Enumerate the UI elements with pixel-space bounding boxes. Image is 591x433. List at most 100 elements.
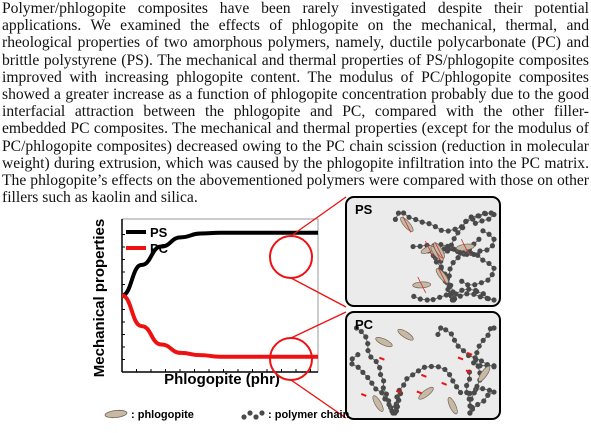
interaction-line [434, 242, 444, 259]
polymer-bead [380, 378, 387, 384]
polymer-bead [477, 248, 483, 254]
polymer-bead [477, 294, 483, 300]
panel-pc-illustration [349, 325, 497, 416]
polymer-bead [435, 364, 442, 370]
bottom-legend: : phlogopite : polymer chain [104, 409, 350, 421]
polymer-bead [451, 337, 458, 343]
polymer-bead [472, 282, 478, 288]
polymer-bead [413, 216, 419, 223]
polymer-bead [445, 243, 451, 249]
interaction-line [437, 267, 447, 284]
polymer-chain [466, 372, 496, 415]
polymer-bead [349, 356, 355, 362]
polymer-chain [351, 354, 402, 415]
polymer-bead [455, 343, 461, 349]
chain-scission-mark [441, 381, 448, 386]
polymer-bead [451, 236, 457, 242]
polymer-bead [442, 366, 448, 373]
polymer-bead [390, 410, 396, 416]
polymer-bead [369, 380, 375, 386]
polymer-bead [460, 348, 467, 354]
y-axis-label: Mechanical properties [91, 219, 108, 377]
polymer-bead [453, 384, 460, 390]
polymer-bead [451, 246, 457, 252]
polymer-chain [437, 327, 495, 368]
polymer-bead [424, 297, 430, 303]
polymer-bead [466, 286, 472, 292]
polymer-bead [486, 216, 492, 222]
panel-pc-label: PC [355, 317, 374, 332]
interaction-line [460, 238, 470, 256]
polymer-bead [419, 219, 425, 225]
polymer-bead [400, 210, 407, 216]
polymer-bead [476, 343, 482, 349]
polymer-bead [450, 260, 456, 266]
polymer-bead [464, 382, 470, 389]
polymer-bead [475, 363, 481, 369]
polymer-bead [478, 280, 485, 286]
polymer-bead [459, 278, 465, 284]
polymer-bead [480, 257, 486, 263]
polymer-bead [491, 236, 497, 242]
phlogopite-flake [372, 395, 384, 412]
panel-ps-label: PS [355, 202, 373, 217]
polymer-bead [467, 403, 473, 409]
polymer-bead [474, 383, 480, 389]
polymer-bead [460, 225, 466, 231]
polymer-bead [443, 327, 449, 333]
chain-scission-mark [379, 356, 385, 361]
polymer-bead [491, 389, 497, 395]
polymer-bead [432, 224, 438, 230]
polymer-bead [417, 296, 423, 302]
legend-label-ps: PS [150, 225, 168, 240]
polymer-bead [386, 401, 392, 408]
polymer-bead [446, 284, 452, 290]
polymer-bead [489, 271, 495, 278]
polymer-bead [451, 297, 457, 303]
polymer-bead [438, 325, 444, 331]
polymer-bead [393, 403, 399, 410]
phlogopite-flake [478, 365, 491, 382]
polymer-bead [417, 243, 423, 249]
polymer-bead [368, 354, 374, 360]
polymer-bead [473, 357, 479, 363]
polymer-bead [396, 397, 402, 403]
polymer-bead [455, 230, 461, 236]
polymer-bead [463, 218, 469, 224]
chain-scission-mark [466, 351, 473, 356]
polymer-bead [482, 210, 488, 216]
polymer-bead [428, 363, 435, 370]
highlight-circle-ps [269, 235, 313, 279]
polymer-bead [472, 220, 478, 226]
polymer-bead [433, 259, 439, 265]
polymer-bead [437, 294, 443, 300]
legend-label-pc: PC [150, 241, 169, 256]
highlight-circle-pc [269, 337, 313, 381]
phlogopite-flake [397, 328, 414, 341]
polymer-bead [480, 386, 486, 392]
polymer-bead [484, 247, 490, 253]
polymer-bead [363, 334, 369, 340]
polymer-bead [491, 325, 497, 331]
polymer-bead [358, 328, 364, 335]
interaction-line [417, 276, 427, 294]
x-axis-label: Phlogopite (phr) [164, 371, 280, 388]
polymer-chain-symbol-icon [241, 410, 265, 420]
polymer-bead [411, 293, 417, 300]
polymer-bead [484, 295, 490, 301]
series-line-ps [121, 230, 318, 298]
series-line-pc [121, 293, 318, 359]
polymer-bead [455, 255, 461, 261]
interaction-line [402, 216, 412, 233]
polymer-bead [383, 391, 389, 397]
polymer-bead [448, 331, 454, 337]
polymer-bead [486, 260, 492, 267]
polymer-bead [355, 364, 361, 370]
chain-scission-mark [395, 389, 402, 394]
legend-chain-label: : polymer chain [268, 409, 350, 421]
phlogopite-flake [375, 337, 393, 348]
polymer-bead [457, 293, 463, 299]
polymer-bead [365, 374, 371, 381]
polymer-bead [360, 369, 366, 376]
